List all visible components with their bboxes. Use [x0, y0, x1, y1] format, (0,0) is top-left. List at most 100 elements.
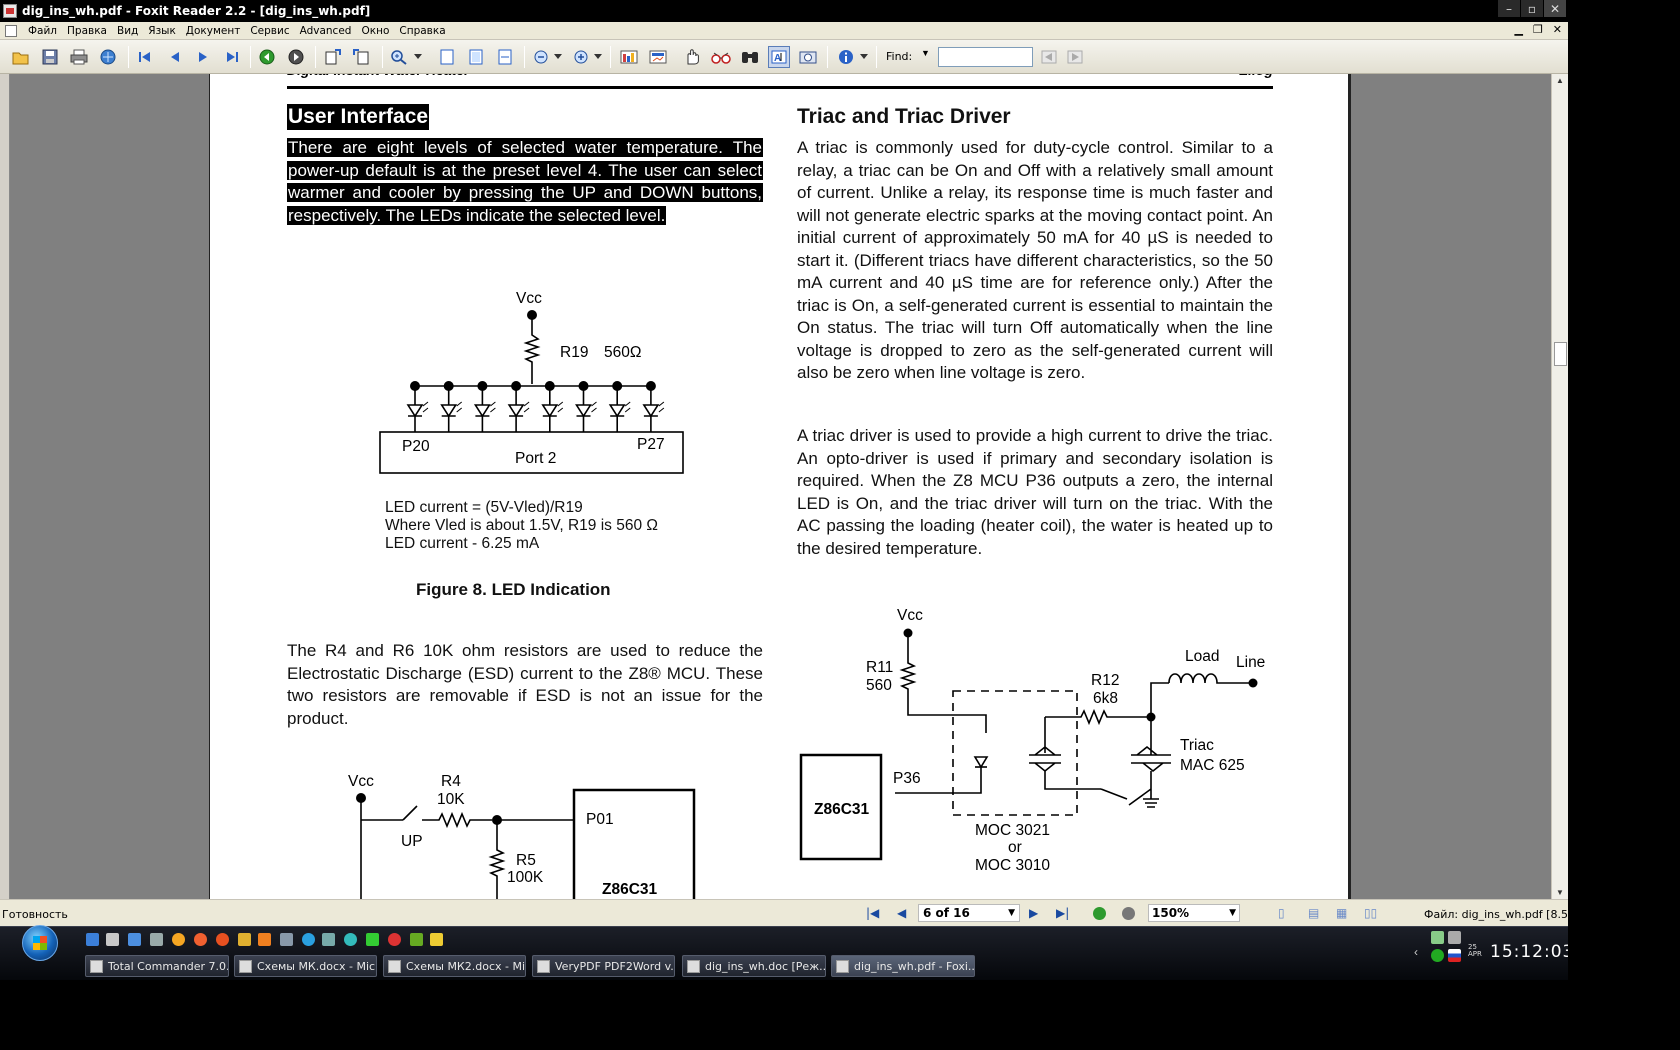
quicklaunch-app-icon[interactable] — [410, 933, 423, 946]
bookmark-icon[interactable] — [618, 46, 640, 68]
quicklaunch-app-icon[interactable] — [344, 933, 357, 946]
zoom-in-icon[interactable] — [388, 46, 410, 68]
quicklaunch-app-icon[interactable] — [322, 933, 335, 946]
find-prev-icon[interactable] — [1038, 46, 1060, 68]
document-workspace[interactable]: Digital Instant Water HeaterZilog User I… — [0, 74, 1568, 899]
quicklaunch-app-icon[interactable] — [280, 933, 293, 946]
menu-edit[interactable]: Правка — [67, 24, 107, 37]
find-input[interactable] — [938, 47, 1033, 67]
selected-paragraph-text[interactable]: There are eight levels of selected water… — [287, 138, 763, 225]
quicklaunch-app-icon[interactable] — [430, 933, 443, 946]
status-last-page-icon[interactable]: ▶| — [1056, 906, 1070, 920]
snapshot-camera-icon[interactable] — [797, 46, 819, 68]
quicklaunch-app-icon[interactable] — [128, 933, 141, 946]
quicklaunch-app-icon[interactable] — [366, 933, 379, 946]
start-button[interactable] — [22, 925, 58, 961]
go-forward-icon[interactable] — [285, 46, 307, 68]
task-foxit-reader[interactable]: dig_ins_wh.pdf - Foxi... — [831, 955, 975, 977]
title-bar[interactable]: dig_ins_wh.pdf - Foxit Reader 2.2 - [dig… — [0, 0, 1568, 22]
scroll-up-icon[interactable]: ▲ — [1556, 76, 1564, 85]
scroll-down-icon[interactable]: ▼ — [1556, 888, 1564, 897]
go-back-icon[interactable] — [256, 46, 278, 68]
tray-network-icon[interactable] — [1431, 931, 1444, 944]
rotate-right-icon[interactable] — [351, 46, 373, 68]
first-page-icon[interactable] — [134, 46, 156, 68]
quicklaunch-app-icon[interactable] — [172, 933, 185, 946]
tray-language-icon[interactable] — [1448, 949, 1461, 962]
task-verypdf[interactable]: VeryPDF PDF2Word v... — [532, 955, 675, 977]
continuous-icon[interactable]: ▤ — [1308, 906, 1320, 920]
page-dropdown-icon[interactable]: ▼ — [1008, 908, 1015, 918]
snapshot-icon[interactable] — [647, 46, 669, 68]
doc-minimize-button[interactable]: ▁ — [1514, 24, 1523, 36]
tray-status-icon[interactable] — [1431, 949, 1444, 962]
single-page-icon[interactable]: ▯ — [1278, 906, 1285, 920]
quicklaunch-app-icon[interactable] — [238, 933, 251, 946]
menu-window[interactable]: Окно — [361, 24, 390, 37]
find-next-icon[interactable] — [1064, 46, 1086, 68]
zoom-out-icon[interactable] — [530, 46, 552, 68]
task-word-schemes[interactable]: Схемы МК.docx - Mic... — [234, 955, 377, 977]
quicklaunch-app-icon[interactable] — [302, 933, 315, 946]
actual-size-icon[interactable] — [436, 46, 458, 68]
status-prev-page-icon[interactable]: ◀ — [897, 906, 907, 920]
document-menu-icon[interactable] — [5, 24, 17, 37]
quicklaunch-app-icon[interactable] — [258, 933, 271, 946]
facing-icon[interactable]: ▦ — [1336, 906, 1348, 920]
last-page-icon[interactable] — [221, 46, 243, 68]
menu-file[interactable]: Файл — [28, 24, 58, 37]
quicklaunch-app-icon[interactable] — [216, 933, 229, 946]
task-total-commander[interactable]: Total Commander 7.0... — [85, 955, 229, 977]
quicklaunch-app-icon[interactable] — [194, 933, 207, 946]
close-button[interactable]: ✕ — [1544, 0, 1566, 17]
doc-restore-button[interactable]: ❐ — [1532, 24, 1543, 36]
menu-advanced[interactable]: Advanced — [299, 24, 352, 37]
rotate-left-icon[interactable] — [321, 46, 343, 68]
print-icon[interactable] — [68, 46, 90, 68]
open-icon[interactable] — [10, 46, 32, 68]
fit-width-icon[interactable] — [494, 46, 516, 68]
pdf-page[interactable]: Digital Instant Water HeaterZilog User I… — [209, 74, 1351, 899]
vertical-scrollbar[interactable]: ▲ ▼ — [1551, 74, 1568, 899]
zoom-dropdown-icon[interactable] — [412, 46, 424, 68]
tray-expand-icon[interactable]: ‹ — [1414, 945, 1418, 959]
status-next-page-icon[interactable]: ▶ — [1029, 906, 1039, 920]
menu-tools[interactable]: Сервис — [250, 24, 290, 37]
zoom-dropdown-icon[interactable]: ▼ — [1229, 908, 1236, 918]
scroll-thumb[interactable] — [1554, 342, 1567, 366]
quicklaunch-app-icon[interactable] — [150, 933, 163, 946]
quicklaunch-app-icon[interactable] — [106, 933, 119, 946]
quicklaunch-app-icon[interactable] — [388, 933, 401, 946]
show-desktop-icon[interactable] — [86, 933, 99, 946]
select-text-icon[interactable]: A — [768, 46, 790, 68]
left-panel-splitter[interactable] — [0, 74, 10, 899]
task-word-schemes2[interactable]: Схемы МК2.docx - Mi... — [383, 955, 526, 977]
maximize-button[interactable]: ▫ — [1521, 0, 1543, 17]
minimize-button[interactable]: – — [1498, 0, 1520, 17]
zoom-in-dropdown-icon[interactable] — [592, 46, 604, 68]
page-number-field[interactable]: 6 of 16▼ — [918, 904, 1020, 922]
loupe-icon[interactable] — [739, 46, 761, 68]
info-icon[interactable] — [835, 46, 857, 68]
zoom-out-dropdown-icon[interactable] — [552, 46, 564, 68]
save-icon[interactable] — [39, 46, 61, 68]
status-back-icon[interactable] — [1093, 907, 1106, 920]
info-dropdown-icon[interactable] — [858, 46, 870, 68]
status-first-page-icon[interactable]: |◀ — [866, 906, 880, 920]
zoom-field[interactable]: 150%▼ — [1148, 904, 1240, 922]
next-page-icon[interactable] — [192, 46, 214, 68]
prev-page-icon[interactable] — [164, 46, 186, 68]
zoom-in-plus-icon[interactable] — [570, 46, 592, 68]
task-word-dig-ins[interactable]: dig_ins_wh.doc [Реж... — [682, 955, 826, 977]
user-interface-heading[interactable]: User Interface — [287, 104, 430, 130]
foxit-app-icon[interactable] — [3, 4, 17, 18]
menu-document[interactable]: Документ — [185, 24, 241, 37]
menu-help[interactable]: Справка — [399, 24, 446, 37]
email-icon[interactable] — [97, 46, 119, 68]
fit-page-icon[interactable] — [465, 46, 487, 68]
magnifier-icon[interactable] — [710, 46, 732, 68]
menu-view[interactable]: Вид — [116, 24, 139, 37]
tray-clock[interactable]: 15:12:03 — [1490, 942, 1568, 962]
continuous-facing-icon[interactable]: ▯▯ — [1364, 906, 1378, 920]
status-forward-icon[interactable] — [1122, 907, 1135, 920]
